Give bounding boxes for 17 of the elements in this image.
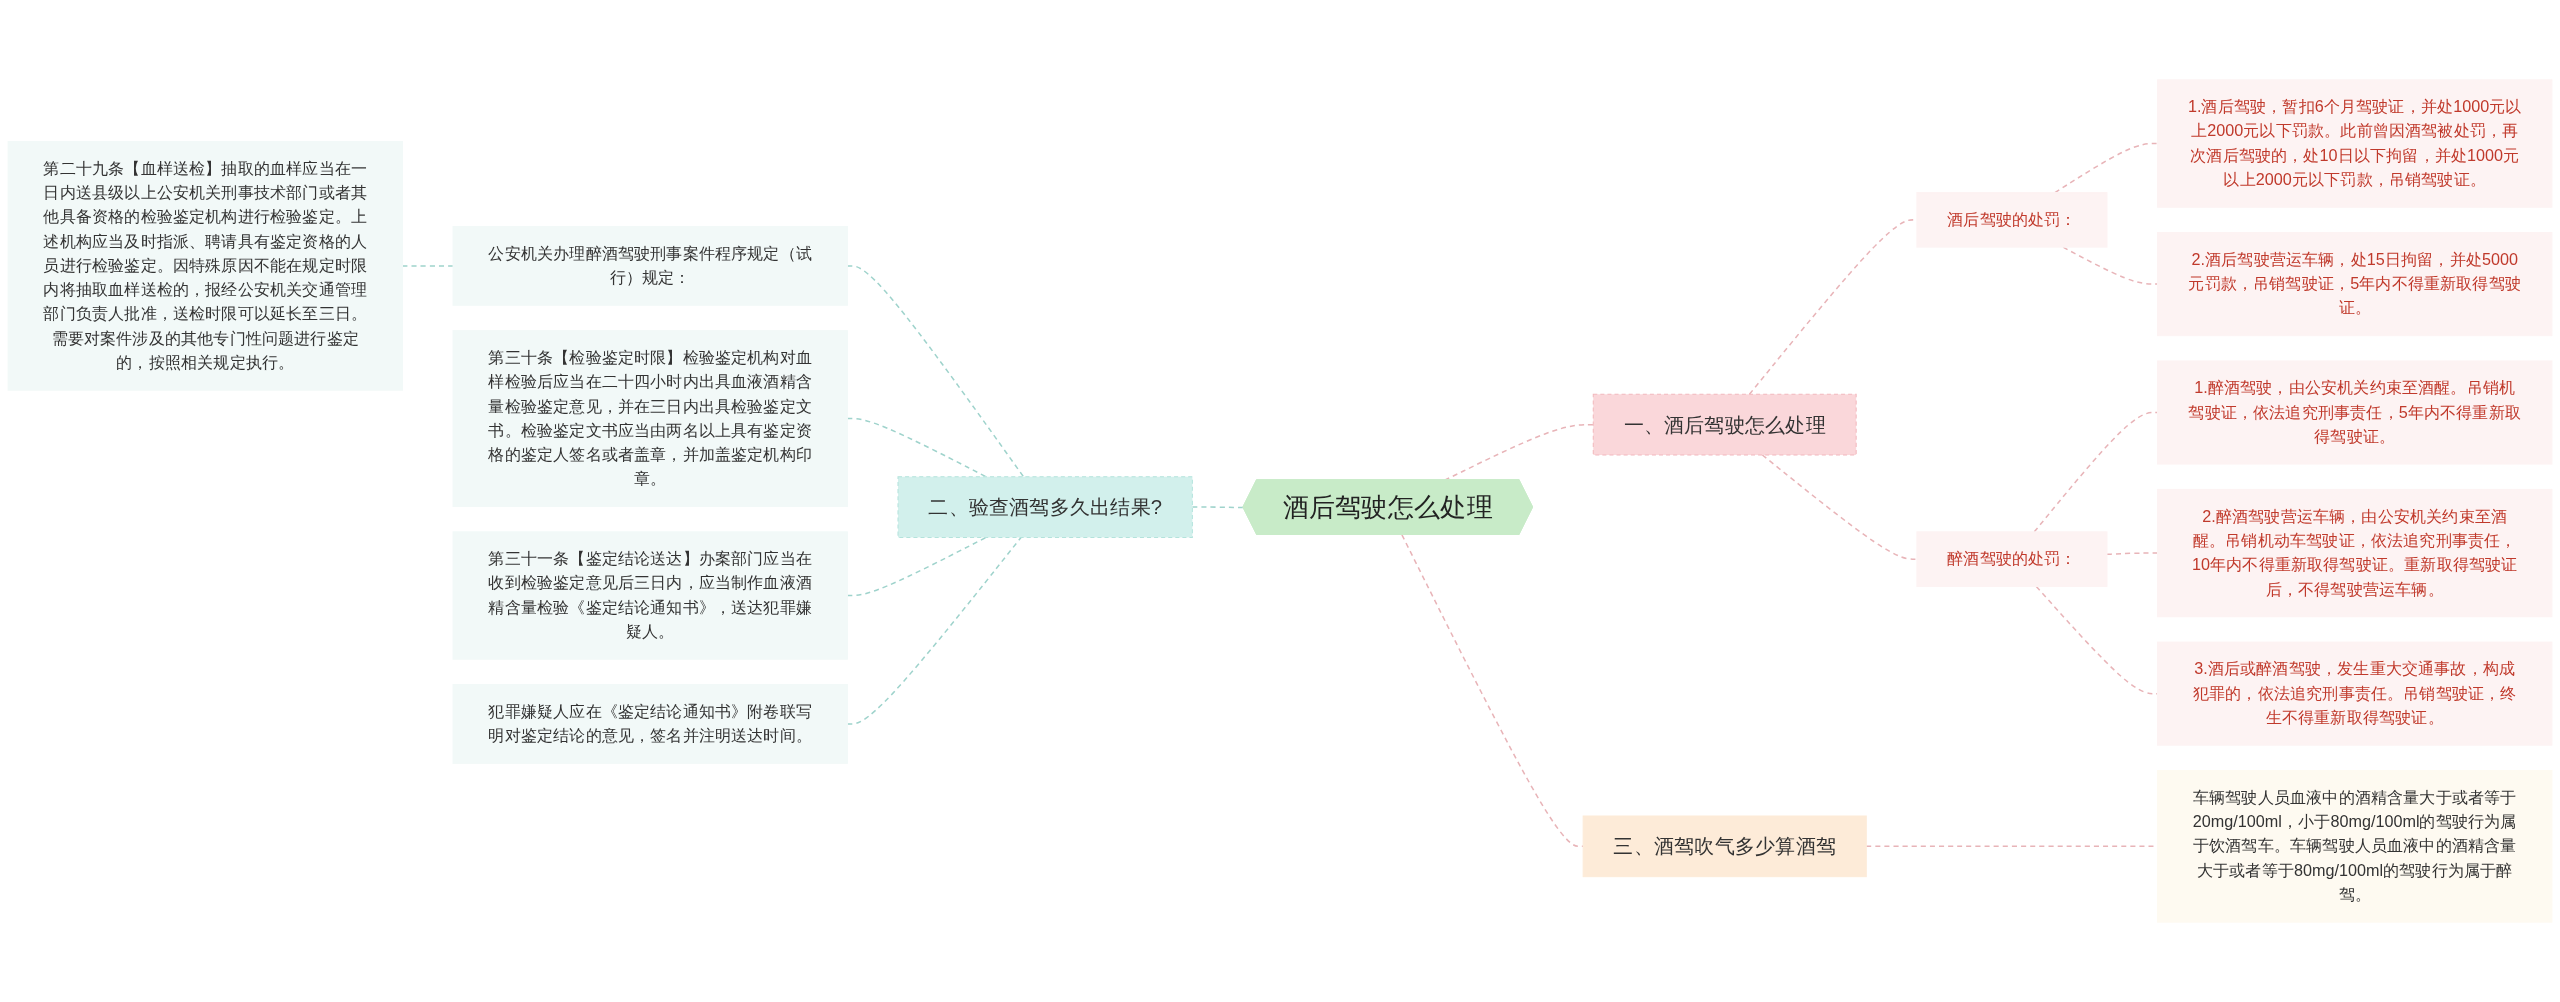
connector xyxy=(2062,246,2159,285)
node-box: 第三十一条【鉴定结论送达】办案部门应当在收到检验鉴定意见后三日内，应当制作血液酒精含量检验《鉴定结论通知书》，送达犯罪嫌疑人。 xyxy=(452,531,848,660)
node-box: 三、酒驾吹气多少算酒驾 xyxy=(1582,815,1867,878)
node-box: 1.醉酒驾驶，由公安机关约束至酒醒。吊销机驾驶证，依法追究刑事责任，5年内不得重新取得驾驶证。 xyxy=(2157,360,2553,465)
node-box: 2.酒后驾驶营运车辆，处15日拘留，并处5000元罚款，吊销驾驶证，5年内不得重新取得驾驶证。 xyxy=(2157,232,2553,337)
node-box: 2.醉酒驾驶营运车辆，由公安机关约束至酒醒。吊销机动车驾驶证，依法追究刑事责任，10年内不得重新取得驾驶证。重新取得驾驶证后，不得驾驶营运车辆。 xyxy=(2157,488,2553,618)
node-box: 公安机关办理醉酒驾驶刑事案件程序规定（试行）规定： xyxy=(452,225,848,306)
node-box: 二、验查酒驾多久出结果? xyxy=(897,476,1193,538)
node-box: 第二十九条【血样送检】抽取的血样应当在一日内送县级以上公安机关刑事技术部门或者其他具备资格的检验鉴定机构进行检验鉴定。上述机构应当及时指派、聘请具有鉴定资格的人员进行检验鉴定。因特殊原因不能在规定时限内将抽取血样送检的，报经公安机关交通管理部门负责人批准，送检时限可以延长至三日。需要对案件涉及的其他专门性问题进行鉴定的，按照相关规定执行。 xyxy=(7,141,403,391)
node-box: 酒后驾驶的处罚： xyxy=(1916,192,2108,248)
node-box: 1.酒后驾驶，暂扣6个月驾驶证，并处1000元以上2000元以下罚款。此前曾因酒驾被处罚，再次酒后驾驶的，处10日以下拘留，并处1000元以上2000元以下罚款，吊销驾驶证。 xyxy=(2157,79,2553,208)
node-box: 一、酒后驾驶怎么处理 xyxy=(1592,393,1857,456)
connector xyxy=(2033,411,2159,533)
node-box: 3.酒后或醉酒驾驶，发生重大交通事故，构成犯罪的，依法追究刑事责任。吊销驾驶证，终生不得重新取得驾驶证。 xyxy=(2157,641,2553,746)
node-box: 醉酒驾驶的处罚： xyxy=(1916,531,2108,587)
node-box: 第三十条【检验鉴定时限】检验鉴定机构对血样检验后应当在二十四小时内出具血液酒精含量检验鉴定意见，并在三日内出具检验鉴定文书。检验鉴定文书应当由两名以上具有鉴定资格的鉴定人签名或者盖章，并加盖鉴定机构印章。 xyxy=(452,330,848,508)
node-box: 犯罪嫌疑人应在《鉴定结论通知书》附卷联写明对鉴定结论的意见，签名并注明送达时间。 xyxy=(452,684,848,764)
